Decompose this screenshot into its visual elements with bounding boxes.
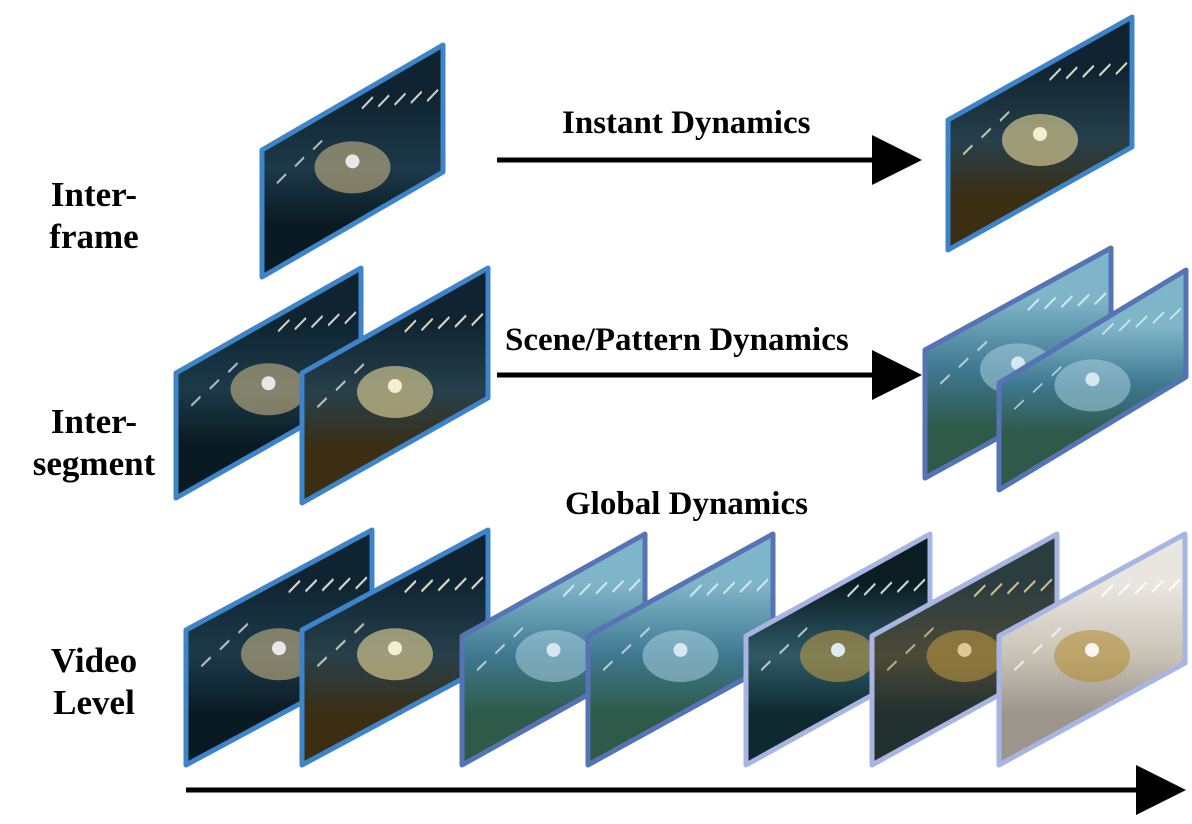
inter-segment-label: Inter- segment: [22, 401, 166, 485]
inter-segment-label-line2: segment: [32, 444, 156, 483]
inter-segment-label-line1: Inter-: [50, 402, 138, 441]
frame-scene: [872, 534, 1057, 765]
frame-scene: [186, 530, 372, 765]
frame-scene: [176, 268, 361, 498]
frame-border: [996, 267, 1189, 493]
inter-frame-target-frame: [945, 14, 1135, 253]
scene-pattern-dynamics-label: Scene/Pattern Dynamics: [505, 322, 849, 358]
inter-segment-target-frame-2: [996, 267, 1189, 493]
video-level-frame-7: [996, 531, 1188, 768]
video-level-frame-5: [743, 531, 933, 768]
frame-border: [996, 531, 1188, 768]
frame-scene: [302, 268, 488, 503]
frame-scene: [948, 17, 1132, 250]
frame-scene: [999, 270, 1186, 490]
frame-scene: [262, 45, 443, 277]
global-dynamics-label: Global Dynamics: [565, 486, 808, 522]
inter-frame-source-frame: [259, 42, 446, 280]
video-level-label-line2: Level: [53, 683, 135, 722]
inter-segment-frame-2: [299, 265, 491, 506]
frame-scene: [462, 534, 645, 765]
inter-segment-frame-1: [173, 265, 364, 501]
frame-scene: [302, 530, 488, 765]
inter-frame-label: Inter- frame: [32, 174, 156, 258]
frame-border: [259, 42, 446, 280]
video-level-label-line1: Video: [50, 641, 138, 680]
frame-scene: [746, 534, 930, 765]
inter-frame-label-line1: Inter-: [50, 175, 138, 214]
frame-scene: [999, 534, 1185, 765]
frame-border: [945, 14, 1135, 253]
frame-border: [299, 265, 491, 506]
frame-scene: [588, 534, 773, 765]
inter-frame-label-line2: frame: [49, 217, 139, 256]
instant-dynamics-label: Instant Dynamics: [562, 105, 811, 141]
video-level-label: Video Level: [32, 640, 156, 724]
